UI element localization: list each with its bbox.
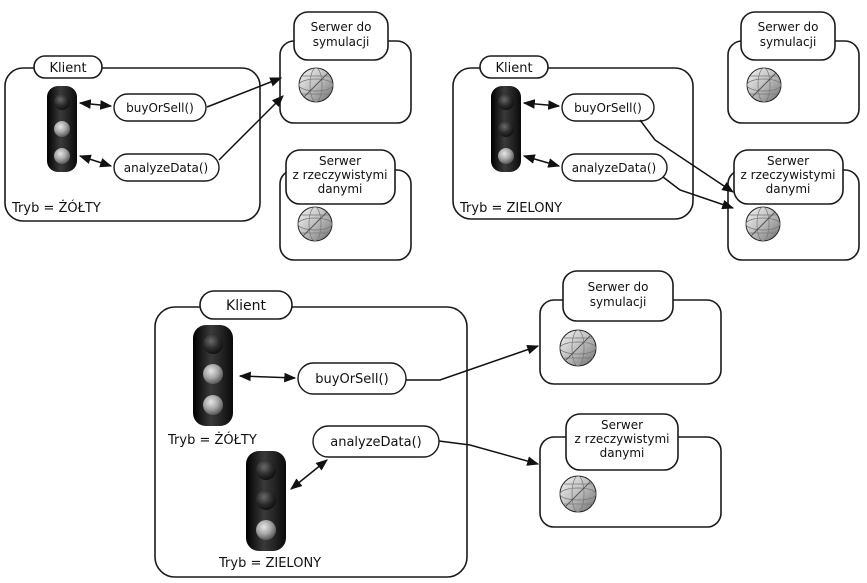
sim-server-line1: Serwer do — [588, 280, 649, 294]
method-pill — [297, 362, 407, 395]
traffic-light-icon — [193, 325, 233, 426]
route-arrow — [218, 95, 284, 161]
buy-or-sell-label: buyOrSell() — [315, 372, 388, 387]
sim-server-line2: symulacji — [590, 295, 647, 309]
client-tab — [199, 290, 293, 320]
client-box — [452, 67, 694, 220]
route-arrow — [639, 119, 734, 193]
server-tab — [733, 149, 844, 205]
analyze-data-label: analyzeData() — [572, 161, 656, 175]
method-pill — [561, 153, 668, 182]
route-arrow — [662, 176, 735, 210]
sim-server-line2: symulacji — [313, 35, 370, 49]
route-arrow — [406, 345, 540, 381]
server-tab — [293, 11, 389, 61]
link-arrow — [78, 99, 113, 110]
globe-server-icon — [298, 67, 334, 103]
route-arrow — [438, 440, 540, 466]
server-tab — [285, 149, 396, 205]
analyze-data-label: analyzeData() — [330, 435, 421, 450]
buy-or-sell-label: buyOrSell() — [126, 101, 194, 115]
mode-label: Tryb = ZIELONY — [218, 556, 321, 571]
globe-server-icon — [746, 67, 782, 103]
sim-server-line1: Serwer do — [758, 20, 819, 34]
method-pill — [561, 93, 655, 122]
client-tab — [33, 55, 103, 79]
client-label: Klient — [226, 298, 266, 314]
link-arrow — [290, 459, 328, 490]
globe-server-icon — [297, 206, 333, 242]
link-arrow — [522, 154, 561, 168]
real-server-line2: z rzeczywistymi — [575, 432, 670, 446]
real-server-line1: Serwer — [767, 154, 809, 168]
globe-server-icon — [559, 475, 597, 513]
globe-server-icon — [745, 206, 781, 242]
traffic-light-icon — [47, 86, 77, 172]
real-server-line2: z rzeczywistymi — [293, 168, 388, 182]
real-server-line1: Serwer — [319, 154, 361, 168]
method-pill — [113, 153, 220, 182]
mode-label: Tryb = ŻÓŁTY — [167, 432, 257, 448]
link-arrow — [78, 154, 113, 168]
mode-label: Tryb = ZIELONY — [459, 201, 562, 216]
real-server-line3: danymi — [600, 446, 645, 460]
link-arrow — [522, 99, 561, 110]
panel-bottom: Klient Tryb = ŻÓŁTY Tryb = ZIELONY buyOr… — [154, 270, 722, 578]
client-label: Klient — [495, 61, 532, 76]
client-box — [4, 67, 261, 222]
link-arrow — [238, 371, 297, 383]
panel-top-left: Klient buyOrSell() analyzeData() Tryb = … — [4, 11, 412, 261]
real-server-line3: danymi — [318, 182, 363, 196]
server-tab — [562, 270, 674, 322]
client-label: Klient — [49, 61, 86, 76]
real-server-line1: Serwer — [601, 418, 643, 432]
globe-server-icon — [559, 329, 597, 367]
route-arrow — [206, 77, 283, 108]
client-tab — [479, 55, 549, 79]
mode-label: Tryb = ŻÓŁTY — [11, 200, 101, 216]
panel-top-right: Klient buyOrSell() analyzeData() Tryb = … — [452, 11, 860, 261]
sim-server-line1: Serwer do — [311, 20, 372, 34]
server-tab — [740, 11, 836, 61]
sim-server-line2: symulacji — [760, 35, 817, 49]
analyze-data-label: analyzeData() — [124, 161, 208, 175]
buy-or-sell-label: buyOrSell() — [574, 101, 642, 115]
real-server-line2: z rzeczywistymi — [741, 168, 836, 182]
traffic-light-icon — [246, 451, 286, 551]
server-tab — [565, 413, 679, 471]
method-pill — [113, 93, 207, 122]
traffic-light-icon — [491, 86, 521, 172]
real-server-line3: danymi — [766, 182, 811, 196]
